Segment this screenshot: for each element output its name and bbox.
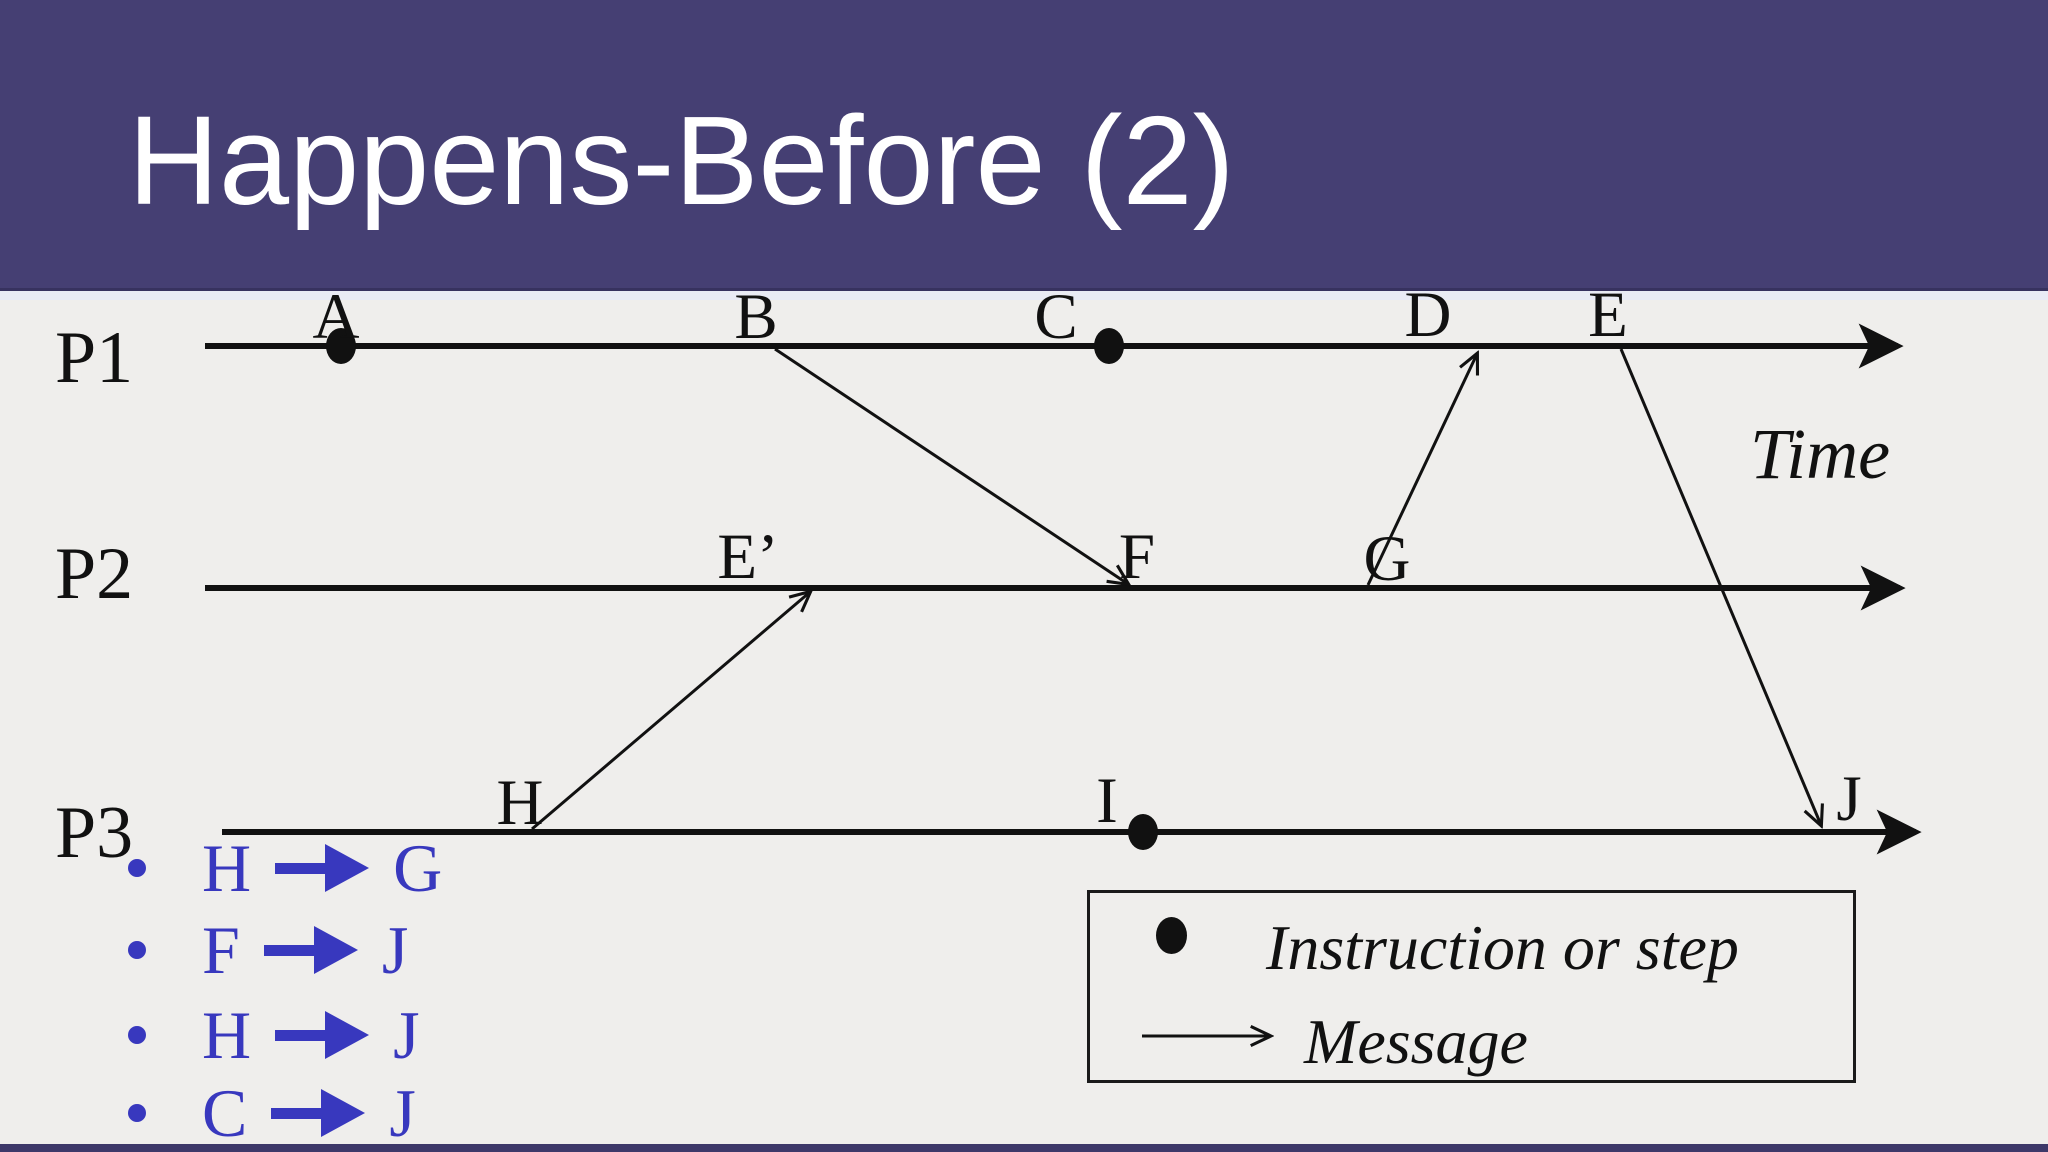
instruction-dot-icon [1156,917,1187,954]
event-label-b: B [734,281,777,353]
bullet-from: H [202,997,252,1073]
bullet-from: C [202,1075,248,1151]
event-label-j: J [1836,763,1861,835]
bullet-to: G [393,830,443,906]
right-arrow-icon [263,926,358,974]
legend-box: Instruction or step Message [1087,890,1856,1083]
right-arrow-icon [271,1089,366,1137]
legend-instruction-label: Instruction or step [1266,912,1739,983]
event-dot-c [1094,328,1124,364]
bullet-to: J [389,1075,416,1151]
bullet-marker [128,1104,146,1122]
event-label-f: F [1119,521,1155,593]
event-label-h: H [497,767,544,839]
process-label-p1: P1 [55,317,133,399]
event-dot-i [1128,814,1158,850]
bullet-to: J [381,912,409,988]
message-arrow-e-to-j [1619,348,1821,825]
bullet-to: J [393,997,420,1073]
bullet-item-c-j: C J [0,1072,416,1152]
title-banner [0,0,2048,288]
message-arrow-h-to-eprime [531,592,810,831]
bullet-item-f-j: F J [0,909,408,991]
process-label-p2: P2 [55,533,133,615]
bullet-from: H [202,830,252,906]
legend-message-label: Message [1304,1006,1528,1077]
bullet-from: F [202,912,240,988]
event-label-eprime: E’ [717,521,778,593]
bullet-marker [128,941,146,959]
event-label-g: G [1364,523,1411,595]
bullet-item-h-g: H G [0,827,442,909]
bottom-edge-bar [0,1144,2048,1152]
right-arrow-icon [275,1011,370,1059]
message-arrow-g-to-d [1366,354,1477,586]
event-label-c: C [1034,281,1077,353]
message-arrow-icon [1142,1021,1298,1051]
process-label-p3: P3 [55,792,133,874]
event-label-e: E [1588,279,1628,351]
slide-title: Happens-Before (2) [128,90,1235,231]
time-axis-label: Time [1750,414,1890,494]
banner-divider-light [0,291,2048,300]
right-arrow-icon [275,844,370,892]
bullet-item-h-j: H J [0,994,420,1076]
message-arrow-b-to-f [774,347,1128,584]
event-label-i: I [1096,765,1118,837]
event-label-d: D [1405,279,1452,351]
event-label-a: A [313,281,360,353]
event-dot-a [326,328,356,364]
banner-divider-dark [0,288,2048,291]
bullet-marker [128,859,146,877]
bullet-marker [128,1026,146,1044]
